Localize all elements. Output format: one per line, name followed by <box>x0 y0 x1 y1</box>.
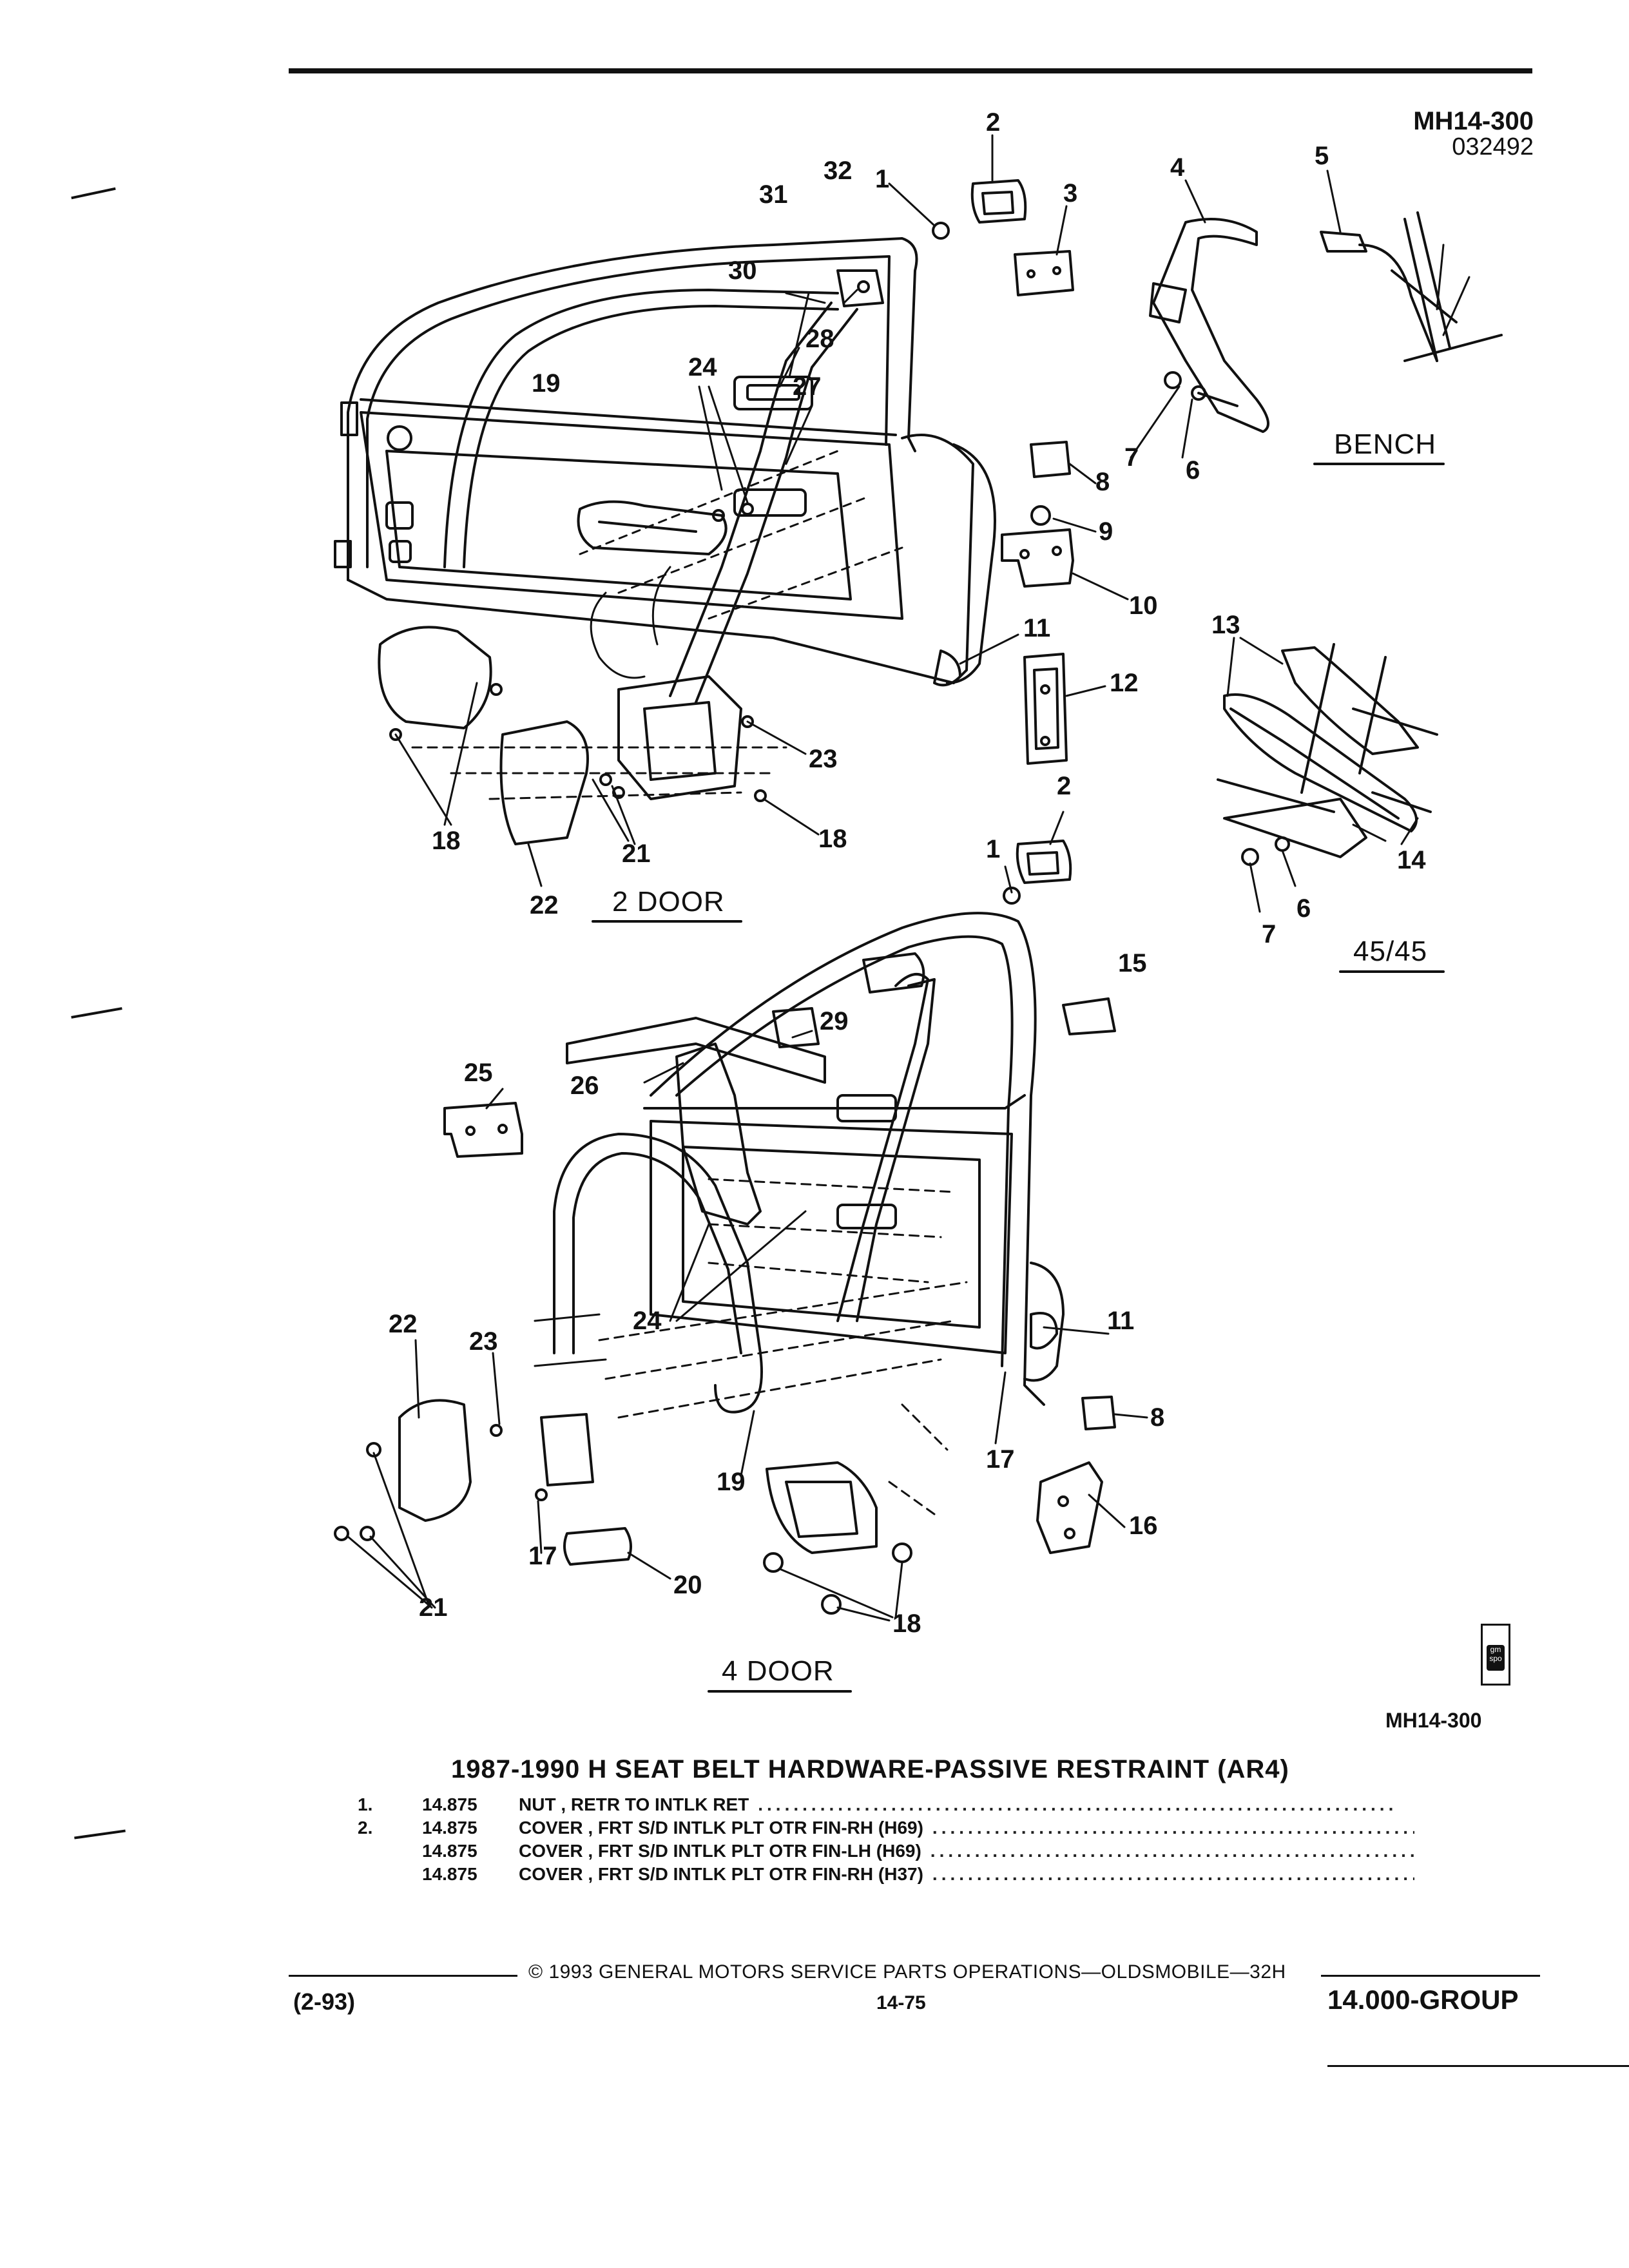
gm-spo-logo-mark: gm spo <box>1487 1645 1505 1671</box>
callout-18-lower: 18 <box>892 1610 921 1638</box>
illustration-code-line2: 032492 <box>1452 133 1534 160</box>
callout-24-upper: 24 <box>688 353 717 381</box>
dot-leader: ........................................… <box>758 1794 1398 1814</box>
parts-list: 1. 14.875 NUT , RETR TO INTLK RET ......… <box>358 1794 1414 1887</box>
dot-leader: ........................................… <box>932 1818 1414 1838</box>
part-group-code: 14.875 <box>422 1841 477 1861</box>
callout-5: 5 <box>1315 142 1329 170</box>
part-number: 1. <box>358 1794 373 1814</box>
callout-13: 13 <box>1211 611 1240 639</box>
part-description: COVER , FRT S/D INTLK PLT OTR FIN-RH (H6… <box>519 1818 923 1838</box>
callout-6-lower: 6 <box>1296 894 1311 923</box>
callout-4: 4 <box>1170 153 1185 182</box>
callout-8-lower: 8 <box>1150 1403 1165 1432</box>
part-description: NUT , RETR TO INTLK RET <box>519 1794 749 1814</box>
top-rule <box>289 68 1532 73</box>
parts-list-title: 1987-1990 H SEAT BELT HARDWARE-PASSIVE R… <box>451 1755 1289 1783</box>
revision-date: (2-93) <box>293 1988 356 2015</box>
callout-3: 3 <box>1063 179 1078 207</box>
group-number: 14.000-GROUP <box>1327 1984 1519 2015</box>
bottom-rule <box>1327 2065 1629 2067</box>
part-description: COVER , FRT S/D INTLK PLT OTR FIN-RH (H3… <box>519 1864 923 1884</box>
callout-14: 14 <box>1397 846 1426 874</box>
callout-31: 31 <box>759 180 788 209</box>
callout-1-lower: 1 <box>986 835 1001 863</box>
callout-7-lower: 7 <box>1262 920 1277 948</box>
dot-leader: ........................................… <box>932 1864 1414 1884</box>
callout-28: 28 <box>805 325 834 353</box>
callout-15: 15 <box>1118 949 1147 977</box>
dot-leader: ........................................… <box>930 1841 1414 1861</box>
illustration-code: MH14-300 032492 <box>1392 108 1534 160</box>
two-door-label: 2 DOOR <box>612 886 725 918</box>
callout-29: 29 <box>820 1007 849 1035</box>
callout-18-upper-right: 18 <box>818 825 847 853</box>
subtitle-underlines <box>592 463 1445 1693</box>
callout-17-left: 17 <box>528 1542 557 1570</box>
four-door-label: 4 DOOR <box>722 1655 834 1687</box>
callout-21-lower: 21 <box>419 1593 448 1622</box>
callout-19-upper: 19 <box>532 369 561 398</box>
part-group-code: 14.875 <box>422 1864 477 1884</box>
copyright-line: © 1993 GENERAL MOTORS SERVICE PARTS OPER… <box>528 1961 1286 1983</box>
callout-21-upper: 21 <box>622 840 651 868</box>
two-door-assembly <box>334 237 996 845</box>
callout-23-lower: 23 <box>469 1327 498 1356</box>
leader-lines <box>347 134 1419 1622</box>
part-number: 2. <box>358 1818 373 1838</box>
callout-26: 26 <box>570 1072 599 1100</box>
callout-22-lower: 22 <box>389 1310 418 1338</box>
callout-2-lower: 2 <box>1057 772 1072 800</box>
callout-30: 30 <box>728 256 757 285</box>
callout-12: 12 <box>1110 669 1139 697</box>
footer-rule-left <box>289 1975 517 1977</box>
callout-19-lower: 19 <box>717 1468 746 1496</box>
callout-7: 7 <box>1124 443 1139 472</box>
callout-2: 2 <box>986 108 1001 137</box>
four-door-assembly <box>334 912 1065 1615</box>
callout-1: 1 <box>875 165 890 193</box>
part-group-code: 14.875 <box>422 1818 477 1838</box>
callout-9: 9 <box>1099 517 1113 546</box>
callout-20: 20 <box>673 1571 702 1599</box>
callout-11: 11 <box>1023 614 1051 642</box>
parts-list-row: 14.875 COVER , FRT S/D INTLK PLT OTR FIN… <box>358 1841 1414 1864</box>
split-seat-label: 45/45 <box>1353 936 1428 967</box>
parts-list-row: 14.875 COVER , FRT S/D INTLK PLT OTR FIN… <box>358 1864 1414 1887</box>
callout-27: 27 <box>793 372 822 401</box>
gm-spo-logo: gm spo <box>1481 1624 1510 1686</box>
footer-rule-right <box>1321 1975 1540 1977</box>
callout-18-upper-left: 18 <box>432 827 461 855</box>
callout-32: 32 <box>824 157 853 185</box>
callout-22-upper: 22 <box>530 891 559 919</box>
bench-label: BENCH <box>1334 428 1437 460</box>
parts-list-row: 2. 14.875 COVER , FRT S/D INTLK PLT OTR … <box>358 1818 1414 1841</box>
part-description: COVER , FRT S/D INTLK PLT OTR FIN-LH (H6… <box>519 1841 921 1861</box>
callout-8: 8 <box>1095 468 1110 496</box>
figure-code: MH14-300 <box>1385 1709 1482 1732</box>
page-number: 14-75 <box>876 1992 926 2013</box>
illustration-code-line1: MH14-300 <box>1413 107 1534 135</box>
callout-17-right: 17 <box>986 1445 1015 1474</box>
parts-list-row: 1. 14.875 NUT , RETR TO INTLK RET ......… <box>358 1794 1414 1818</box>
callout-16: 16 <box>1129 1512 1158 1540</box>
callout-11-lower: 11 <box>1107 1307 1135 1335</box>
part-group-code: 14.875 <box>422 1794 477 1814</box>
callout-25: 25 <box>464 1059 493 1087</box>
callout-10: 10 <box>1129 591 1158 620</box>
callout-23-upper: 23 <box>809 745 838 773</box>
callout-24-lower: 24 <box>633 1307 662 1335</box>
callout-6: 6 <box>1186 456 1200 485</box>
